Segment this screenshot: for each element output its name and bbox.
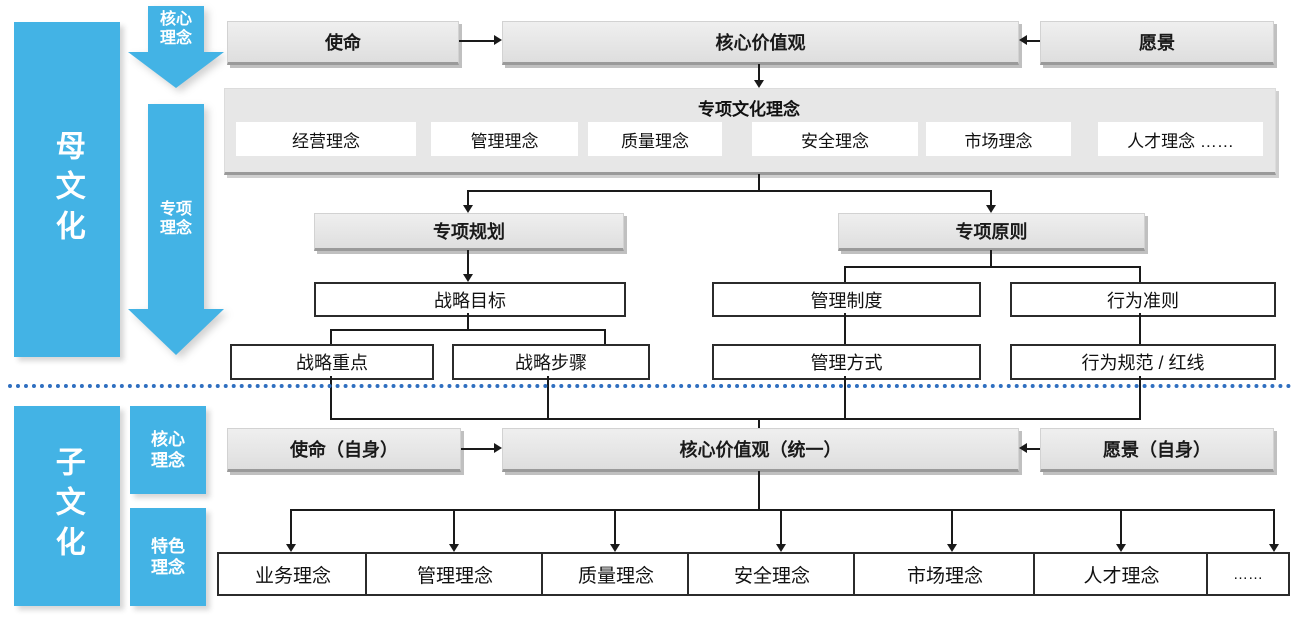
child-feature-box-1[interactable]: 管理理念: [365, 552, 545, 596]
child-feature-box-6[interactable]: ……: [1206, 552, 1290, 596]
connector-child-values-down: [758, 471, 760, 511]
connector-principle-left: [844, 266, 846, 282]
special-culture-item-5[interactable]: 人才理念 ……: [1098, 122, 1263, 156]
arrowhead-to-plan: [463, 205, 473, 213]
child-vision-box[interactable]: 愿景（自身）: [1040, 428, 1274, 472]
connector-to-plan: [467, 190, 469, 208]
parent-vision-box[interactable]: 愿景: [1040, 21, 1274, 65]
child-mission-box[interactable]: 使命（自身）: [227, 428, 461, 472]
connector-goal-right: [604, 329, 606, 345]
child-feature-box-2[interactable]: 质量理念: [541, 552, 691, 596]
parent-culture-band: 母文化: [14, 22, 120, 357]
fan-arrowhead-6: [1269, 544, 1279, 552]
bus-horizontal: [330, 418, 1141, 420]
arrowhead-mission-to-values: [494, 35, 502, 45]
connector-principle-split: [844, 266, 1140, 268]
special-culture-item-1[interactable]: 管理理念: [431, 122, 578, 156]
connector-goal-down: [467, 313, 469, 331]
fan-arrowhead-0: [286, 544, 296, 552]
parent-core-concept-arrow: 核心理念: [128, 6, 224, 88]
child-feature-box-4[interactable]: 市场理念: [853, 552, 1037, 596]
parent-mission-box[interactable]: 使命: [227, 21, 459, 65]
child-feature-box-5[interactable]: 人才理念: [1033, 552, 1210, 596]
parent-mgmt-system-box[interactable]: 管理制度: [712, 282, 981, 317]
parent-plan-steps-box[interactable]: 战略步骤: [452, 344, 650, 380]
connector-goal-left: [330, 329, 332, 345]
parent-conduct-norm-box[interactable]: 行为规范 / 红线: [1010, 344, 1276, 380]
child-core-concept-tag: 核心理念: [130, 406, 206, 494]
child-feature-box-3[interactable]: 安全理念: [687, 552, 857, 596]
connector-special-down: [758, 174, 760, 192]
parent-mgmt-method-box[interactable]: 管理方式: [712, 344, 981, 380]
fan-drop-6: [1273, 509, 1275, 547]
parent-special-concept-arrow: 专项理念: [128, 104, 224, 357]
fan-arrowhead-2: [610, 544, 620, 552]
connector-plan-to-goal: [467, 250, 469, 277]
fan-drop-5: [1120, 509, 1122, 547]
arrowhead-child-mission-to-values: [494, 443, 502, 453]
arrowhead-to-principle: [986, 205, 996, 213]
special-culture-item-0[interactable]: 经营理念: [236, 122, 416, 156]
connector-principle-right: [1139, 266, 1141, 282]
fan-arrowhead-3: [776, 544, 786, 552]
bus-drop-plan-focus: [330, 376, 332, 420]
connector-values-to-special: [758, 64, 760, 84]
parent-plan-focus-box[interactable]: 战略重点: [230, 344, 434, 380]
parent-code-of-conduct-box[interactable]: 行为准则: [1010, 282, 1276, 317]
child-feature-concept-tag: 特色理念: [130, 508, 206, 606]
parent-core-values-box[interactable]: 核心价值观: [502, 21, 1019, 65]
parent-plan-box[interactable]: 专项规划: [314, 213, 624, 251]
connector-goal-split: [330, 329, 605, 331]
fan-arrowhead-4: [947, 544, 957, 552]
fan-drop-2: [614, 509, 616, 547]
child-core-values-box[interactable]: 核心价值观（统一）: [502, 428, 1019, 472]
fan-arrowhead-5: [1116, 544, 1126, 552]
connector-principle-down: [990, 250, 992, 268]
culture-divider: [8, 384, 1292, 388]
fan-drop-1: [453, 509, 455, 547]
special-culture-item-2[interactable]: 质量理念: [588, 122, 722, 156]
parent-core-concept-arrow-label: 核心理念: [159, 11, 192, 48]
arrowhead-plan-to-goal: [463, 274, 473, 282]
fan-drop-3: [780, 509, 782, 547]
arrowhead-values-to-special: [754, 80, 764, 88]
bus-drop-mgmt-method: [844, 376, 846, 420]
fan-drop-0: [290, 509, 292, 547]
child-culture-band: 子文化: [14, 406, 120, 606]
bus-drop-plan-steps: [547, 376, 549, 420]
arrowhead-child-vision-to-values: [1019, 443, 1027, 453]
connector-mission-to-values: [459, 40, 497, 42]
connector-mgmt-system-down: [844, 313, 846, 344]
special-culture-item-4[interactable]: 市场理念: [926, 122, 1071, 156]
fan-drop-4: [951, 509, 953, 547]
connector-special-split: [467, 190, 992, 192]
connector-child-mission-to-values: [461, 448, 497, 450]
parent-principle-box[interactable]: 专项原则: [838, 213, 1145, 251]
connector-conduct-down: [1139, 313, 1141, 344]
bus-drop-conduct-norm: [1139, 376, 1141, 420]
parent-special-concept-arrow-label: 专项理念: [159, 201, 192, 238]
connector-child-fanout-bus: [290, 509, 1274, 511]
connector-to-principle: [990, 190, 992, 208]
arrowhead-vision-to-values: [1019, 35, 1027, 45]
fan-arrowhead-1: [449, 544, 459, 552]
special-culture-item-3[interactable]: 安全理念: [752, 122, 918, 156]
parent-plan-goal-box[interactable]: 战略目标: [314, 282, 626, 317]
parent-special-culture-title: 专项文化理念: [698, 100, 800, 119]
child-feature-box-0[interactable]: 业务理念: [217, 552, 369, 596]
